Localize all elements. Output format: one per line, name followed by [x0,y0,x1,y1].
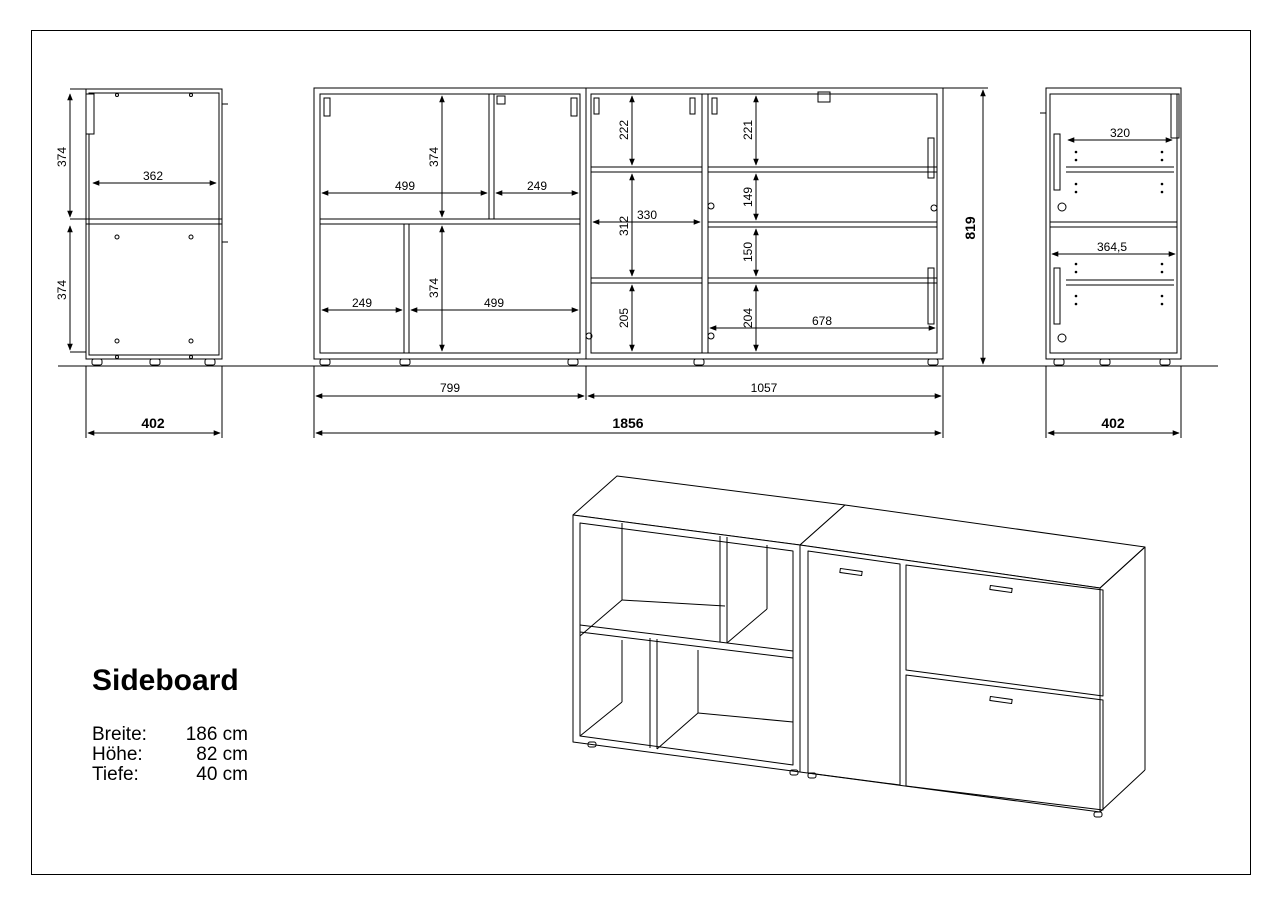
dim-open-top-right-width: 249 [527,179,547,193]
dim-total-height: 819 [962,216,978,240]
spec-value: 186 cm [185,724,248,745]
dim-open-bottom-right-width: 499 [484,296,504,310]
dim-total-width: 1856 [612,415,643,431]
spec-label: Höhe: [92,744,143,765]
spec-value: 40 cm [196,764,248,785]
dim-open-bottom-left-width: 249 [352,296,372,310]
spec-row-height: Höhe: 82 cm [92,745,248,765]
right-side-hole-dots [1074,150,1164,306]
dim-closed-r1: 221 [741,120,755,140]
left-side-view [67,88,228,438]
dim-open-bottom-height: 374 [427,278,441,298]
dim-closed-r2: 149 [741,187,755,207]
dim-closed-right-width: 678 [812,314,832,328]
dim-closed-left-width: 330 [637,208,657,222]
dim-right-bottom-width: 364,5 [1097,240,1127,254]
dim-open-top-left-width: 499 [395,179,415,193]
dim-right-top-width: 320 [1110,126,1130,140]
spec-row-depth: Tiefe: 40 cm [92,765,248,785]
front-closed-unit [315,87,988,438]
drawing-frame [31,30,1251,875]
spec-row-width: Breite: 186 cm [92,725,248,745]
dim-open-top-height: 374 [427,147,441,167]
dim-closed-r4: 204 [741,308,755,328]
dim-closed-unit-width: 1057 [751,381,778,395]
product-title: Sideboard [92,664,239,697]
spec-label: Breite: [92,724,147,745]
spec-label: Tiefe: [92,764,139,785]
dim-closed-h2: 312 [617,216,631,236]
dim-left-depth: 402 [141,415,165,431]
dim-closed-h1: 222 [617,120,631,140]
right-side-view [1040,87,1182,438]
spec-value: 82 cm [196,744,248,765]
dim-left-top-height: 374 [55,147,69,167]
dim-left-inner-width: 362 [143,169,163,183]
dim-left-bottom-height: 374 [55,280,69,300]
dim-closed-h3: 205 [617,308,631,328]
perspective-view [572,475,1146,818]
dim-closed-r3: 150 [741,242,755,262]
dim-open-unit-width: 799 [440,381,460,395]
dim-right-depth: 402 [1101,415,1125,431]
